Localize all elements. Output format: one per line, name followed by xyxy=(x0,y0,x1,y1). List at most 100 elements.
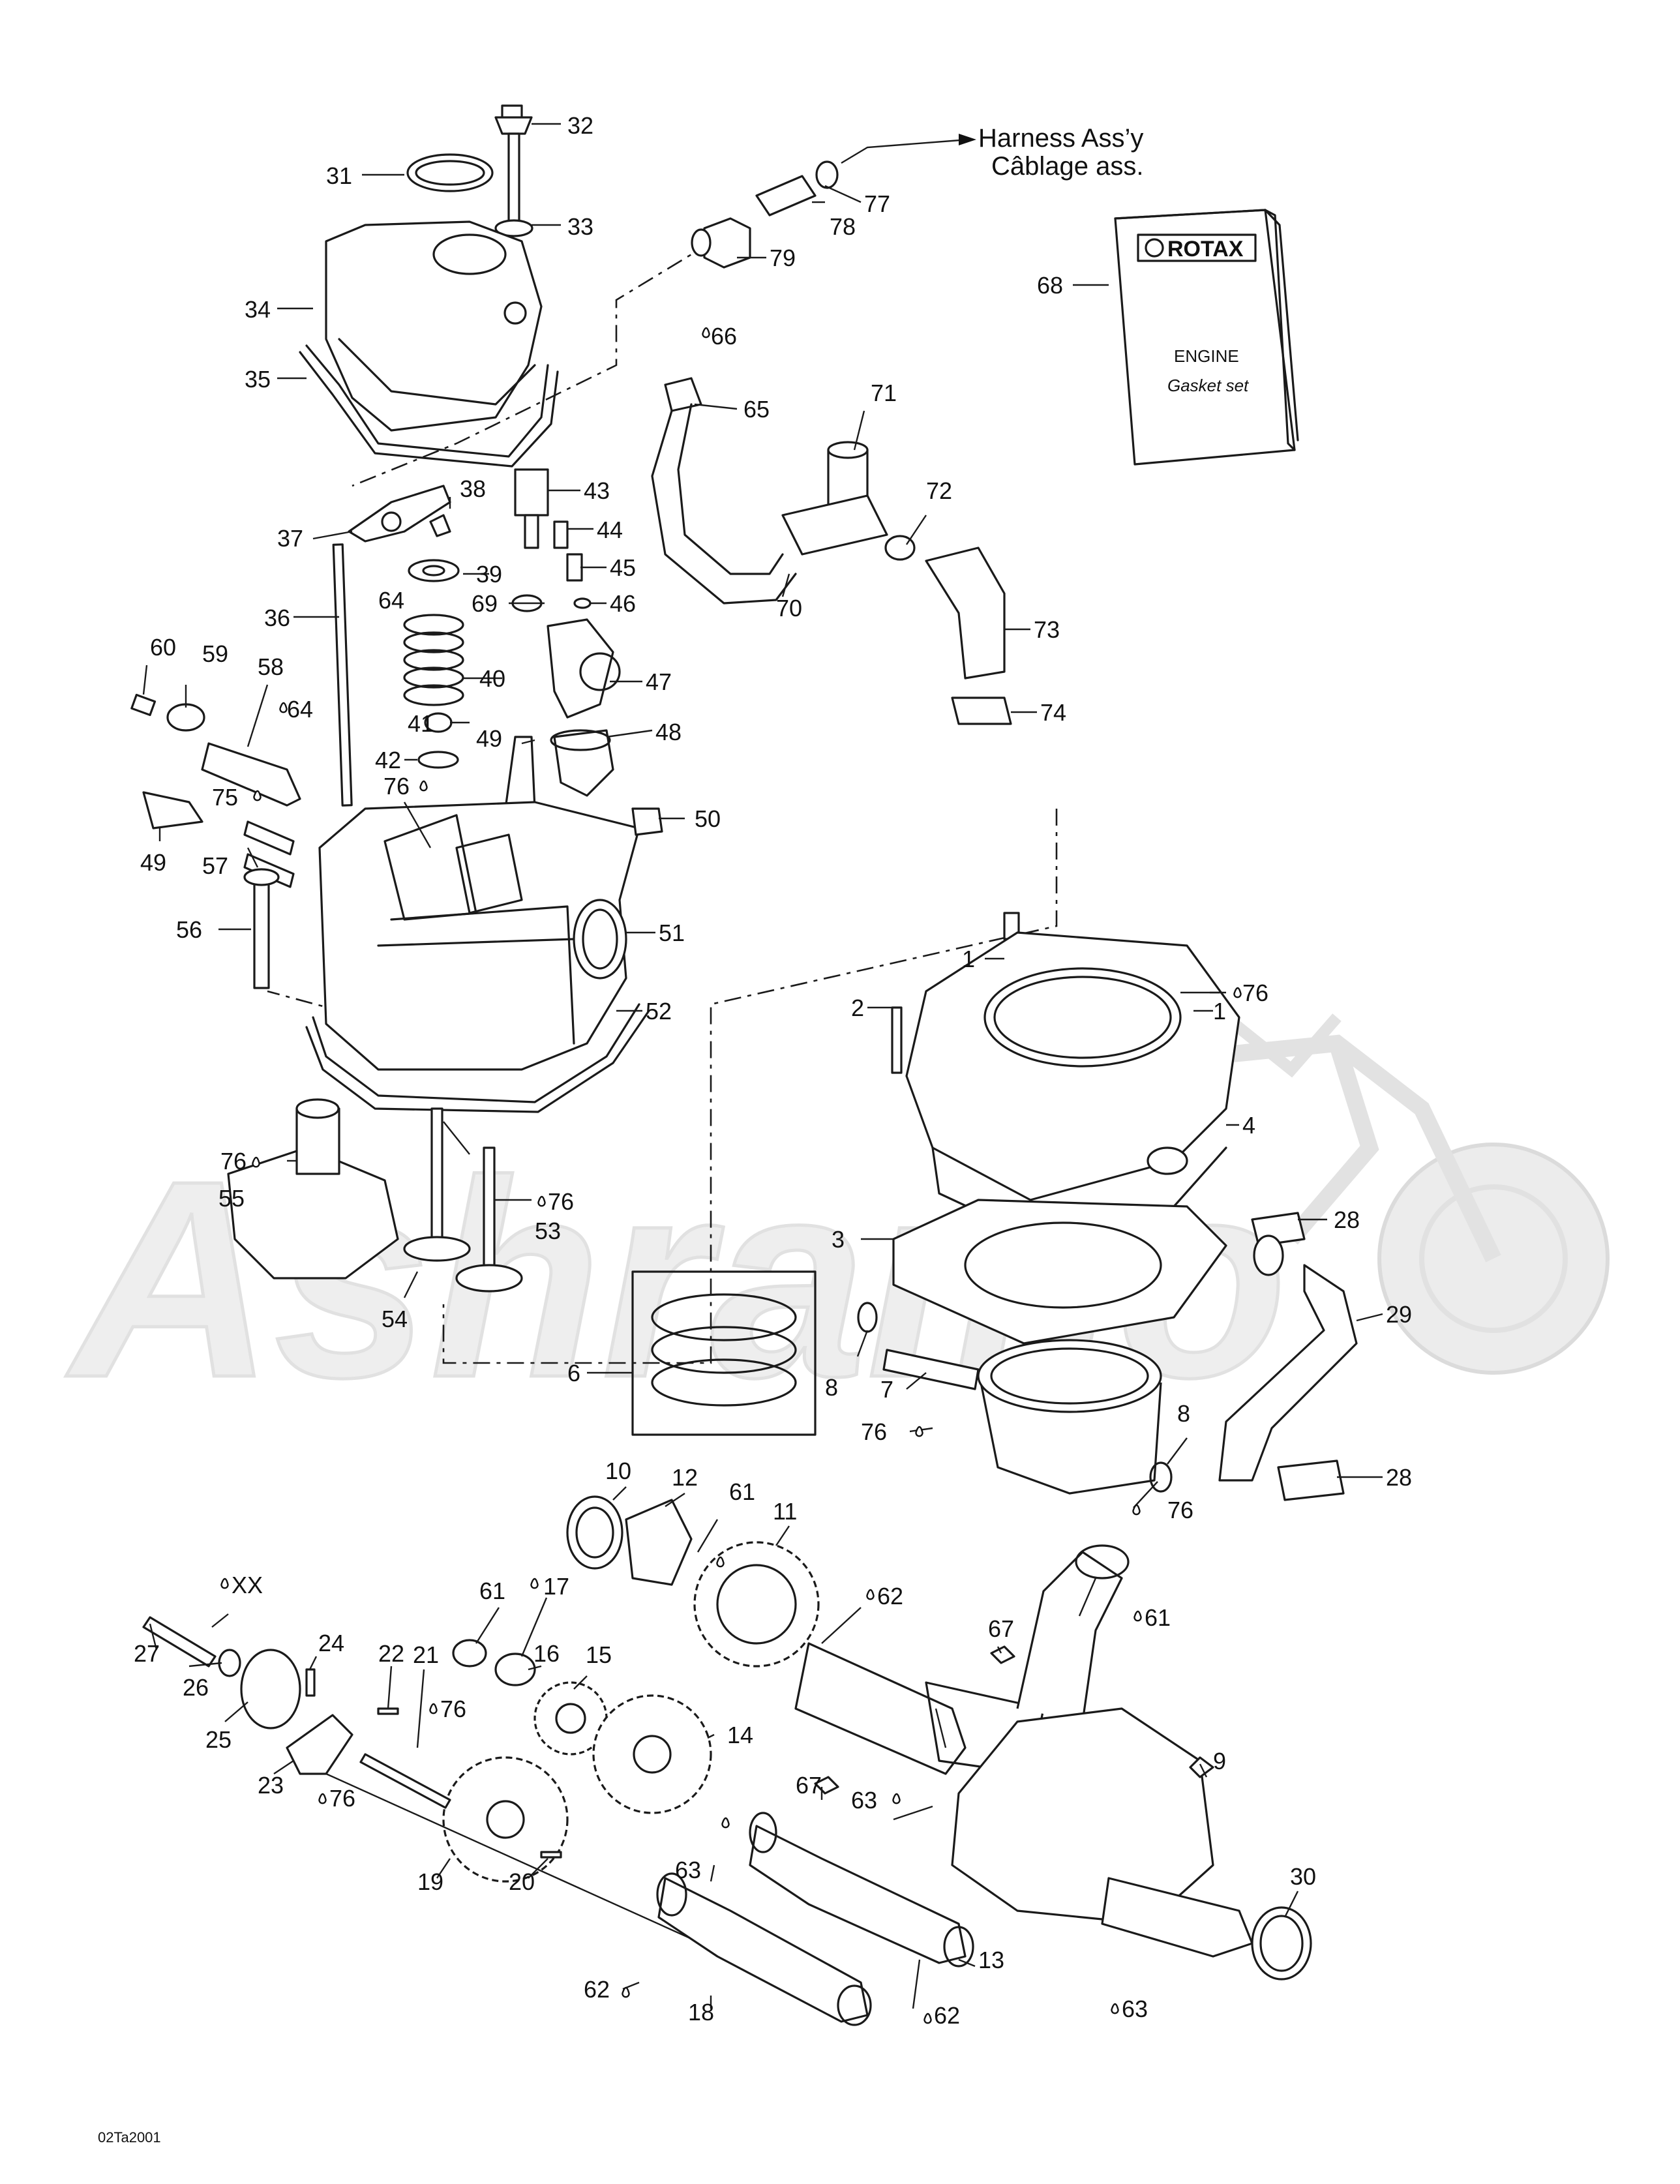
callout-label: 76 xyxy=(1167,1497,1193,1523)
valve-cover-group xyxy=(299,104,559,468)
callout-label: 76 xyxy=(440,1696,466,1722)
callout-label: 34 xyxy=(245,296,271,323)
callout-label: 76 xyxy=(329,1785,355,1812)
oil-drop-icon xyxy=(220,1578,229,1589)
callout-label: 76 xyxy=(383,773,410,800)
oil-drop-icon xyxy=(923,2012,932,2024)
gear-train-group xyxy=(442,1495,820,1883)
oil-drop-icons xyxy=(220,327,1242,2024)
callout-label: 62 xyxy=(934,2002,960,2029)
cylinder-group xyxy=(891,912,1240,1345)
callout-label: 67 xyxy=(796,1772,822,1799)
callout-label: 59 xyxy=(202,640,228,667)
oil-drop-icon xyxy=(419,780,428,792)
callout-label: 40 xyxy=(479,665,505,692)
oil-drop-icon xyxy=(1133,1610,1142,1622)
oil-drop-icon xyxy=(622,1986,630,1998)
callout-label: 8 xyxy=(1177,1400,1190,1427)
callout-label: 25 xyxy=(205,1726,232,1753)
oil-drop-icon xyxy=(252,1156,260,1168)
callout-label: 72 xyxy=(926,477,952,504)
harness-line-1: Harness Ass’y xyxy=(978,124,1143,153)
callout-label: 14 xyxy=(727,1722,753,1748)
piston-rings-inset xyxy=(631,1270,817,1436)
callout-label: 63 xyxy=(851,1787,877,1814)
callout-label: 27 xyxy=(134,1640,160,1667)
oil-drop-icon xyxy=(721,1817,730,1829)
callout-label: 42 xyxy=(375,747,401,773)
callout-label: 48 xyxy=(655,719,682,745)
balancer-small-parts xyxy=(142,1616,731,1958)
callout-label: 55 xyxy=(218,1185,245,1212)
callout-label: 65 xyxy=(743,396,770,423)
callout-label: 74 xyxy=(1040,699,1066,726)
callout-label: 26 xyxy=(183,1674,209,1701)
callout-label: 76 xyxy=(220,1148,247,1174)
oil-drop-icon xyxy=(253,790,262,801)
callout-label: 79 xyxy=(770,245,796,271)
callout-label: 70 xyxy=(776,595,802,621)
t-fitting-group xyxy=(781,441,1012,725)
callout-label: 2 xyxy=(851,995,864,1021)
callout-label: 32 xyxy=(567,112,593,139)
callout-label: 22 xyxy=(378,1640,404,1667)
harness-line-2: Câblage ass. xyxy=(991,152,1143,181)
callout-label: 52 xyxy=(646,998,672,1025)
callout-label: 54 xyxy=(382,1306,408,1332)
callout-label: 6 xyxy=(567,1360,580,1386)
callout-label: 61 xyxy=(479,1578,505,1604)
callout-label: 69 xyxy=(472,590,498,617)
callout-label: 62 xyxy=(584,1976,610,2003)
callout-label: 12 xyxy=(672,1464,698,1491)
callout-label: 21 xyxy=(413,1641,439,1668)
callout-label: 61 xyxy=(1145,1604,1171,1631)
valve-spring-group xyxy=(403,559,464,769)
callout-label: 45 xyxy=(610,554,636,581)
callout-label: 68 xyxy=(1037,272,1063,299)
callout-label: 18 xyxy=(688,1999,714,2026)
manual-subtitle: Gasket set xyxy=(1167,376,1250,395)
callout-label: 39 xyxy=(476,561,502,588)
sensor-hose-group xyxy=(651,377,797,605)
callout-label: 1 xyxy=(1213,998,1226,1025)
callout-label: 63 xyxy=(675,1857,701,1883)
callout-label: 62 xyxy=(877,1583,903,1609)
callout-label: 38 xyxy=(460,475,486,502)
oil-drop-icon xyxy=(530,1578,539,1589)
connector-group xyxy=(691,160,839,269)
callout-label: 1 xyxy=(962,946,975,972)
callout-label: 23 xyxy=(258,1772,284,1799)
callout-label: 10 xyxy=(605,1458,631,1484)
callout-label: 4 xyxy=(1242,1112,1255,1139)
callout-label: 64 xyxy=(378,587,404,614)
camshaft-group xyxy=(656,1812,974,2026)
image-id: 02Ta2001 xyxy=(98,2129,161,2146)
callout-label: 13 xyxy=(978,1947,1004,1973)
callout-label: 47 xyxy=(646,668,672,695)
callout-label: 64 xyxy=(287,696,313,723)
callout-label: 76 xyxy=(861,1418,887,1445)
callout-label: 57 xyxy=(202,852,228,879)
callout-label: 76 xyxy=(1242,980,1268,1006)
gasket-set-manual: ROTAX ENGINE Gasket set xyxy=(1114,209,1299,466)
callout-label: 8 xyxy=(825,1374,838,1401)
callout-label: 75 xyxy=(212,784,238,811)
callout-label: 7 xyxy=(880,1376,893,1403)
manual-title: ENGINE xyxy=(1174,346,1239,366)
callout-label: 46 xyxy=(610,590,636,617)
callout-label: 15 xyxy=(586,1641,612,1668)
callout-label: 9 xyxy=(1213,1748,1226,1774)
callout-label: 37 xyxy=(277,525,303,552)
callout-label: 30 xyxy=(1290,1863,1316,1890)
callout-label: 24 xyxy=(318,1630,344,1656)
callout-label: 53 xyxy=(535,1218,561,1244)
cooling-parts-group xyxy=(504,468,621,823)
oil-drop-icon xyxy=(429,1703,438,1714)
rocker-group xyxy=(332,485,451,807)
oil-drop-icon xyxy=(1111,2003,1119,2014)
callout-label: 11 xyxy=(773,1498,797,1525)
callout-label: 78 xyxy=(830,213,856,240)
callout-label: 36 xyxy=(264,605,290,631)
lower-hose-group xyxy=(1218,1212,1358,1501)
